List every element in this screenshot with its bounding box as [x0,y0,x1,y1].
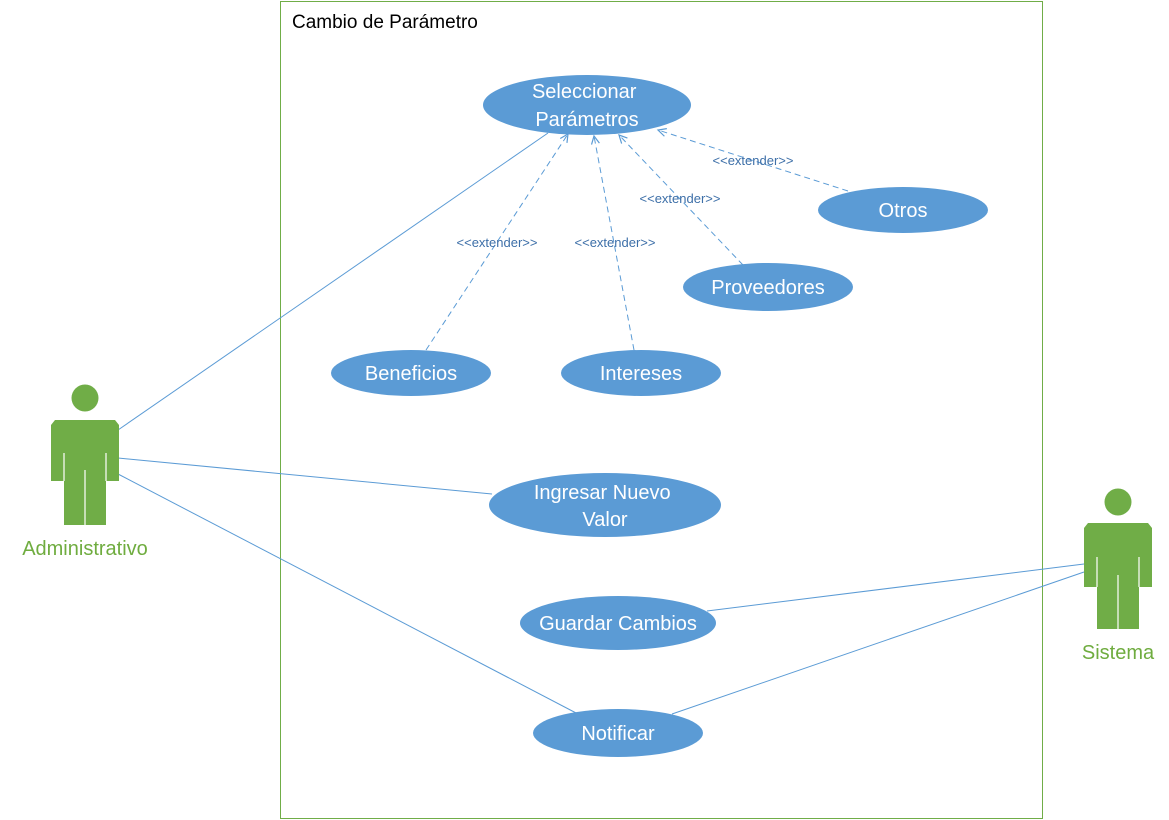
extend-label-proveedores: <<extender>> [640,191,721,206]
extend-dependencies [425,128,849,351]
extend-label-intereses: <<extender>> [575,235,656,250]
usecase-seleccionar-parametros[interactable]: Seleccionar Parámetros [483,75,691,135]
usecase-proveedores[interactable]: Proveedores [683,263,853,311]
usecase-label: Otros [879,200,928,222]
usecase-intereses[interactable]: Intereses [561,350,721,396]
association-admin-notificar [117,473,579,715]
actor-figure-detail [1096,557,1140,629]
usecase-guardar-cambios[interactable]: Guardar Cambios [520,596,716,650]
associations [117,132,1085,715]
association-admin-seleccionar [117,132,549,431]
association-sistema-guardar [706,563,1085,612]
usecase-notificar[interactable]: Notificar [533,709,703,757]
usecase-label: Intereses [600,363,682,385]
usecase-label: Beneficios [365,363,457,385]
extend-line-beneficios [425,132,569,351]
svg-text:Ingresar Nuevo Valor: Ingresar Nuevo Valor [534,482,676,531]
extend-line-otros [656,128,849,192]
usecase-label: Notificar [581,723,655,745]
actor-figure-detail [63,453,107,525]
usecase-label-line1: Seleccionar [532,81,637,103]
actor-label: Administrativo [22,538,148,560]
usecase-ingresar-nuevo-valor[interactable]: Ingresar Nuevo Valor [489,473,721,537]
usecase-label: Guardar Cambios [539,613,697,635]
usecase-label-line2: Valor [582,509,628,531]
actor-administrativo[interactable]: Administrativo [22,384,148,561]
actor-sistema[interactable]: Sistema [1082,488,1155,665]
association-admin-ingresar [117,457,493,495]
svg-text:Seleccionar Parámetros: Seleccionar Parámetros [532,81,642,131]
usecase-label-line2: Parámetros [535,109,638,131]
usecase-otros[interactable]: Otros [818,187,988,233]
actor-label: Sistema [1082,642,1155,664]
system-title: Cambio de Parámetro [292,12,478,33]
association-sistema-notificar [671,571,1085,715]
usecase-label: Proveedores [711,277,824,299]
extend-label-otros: <<extender>> [713,153,794,168]
usecase-beneficios[interactable]: Beneficios [331,350,491,396]
system-boundary [280,1,1043,819]
usecase-label-line1: Ingresar Nuevo [534,482,671,504]
extend-label-beneficios: <<extender>> [457,235,538,250]
extend-line-intereses [590,134,635,351]
